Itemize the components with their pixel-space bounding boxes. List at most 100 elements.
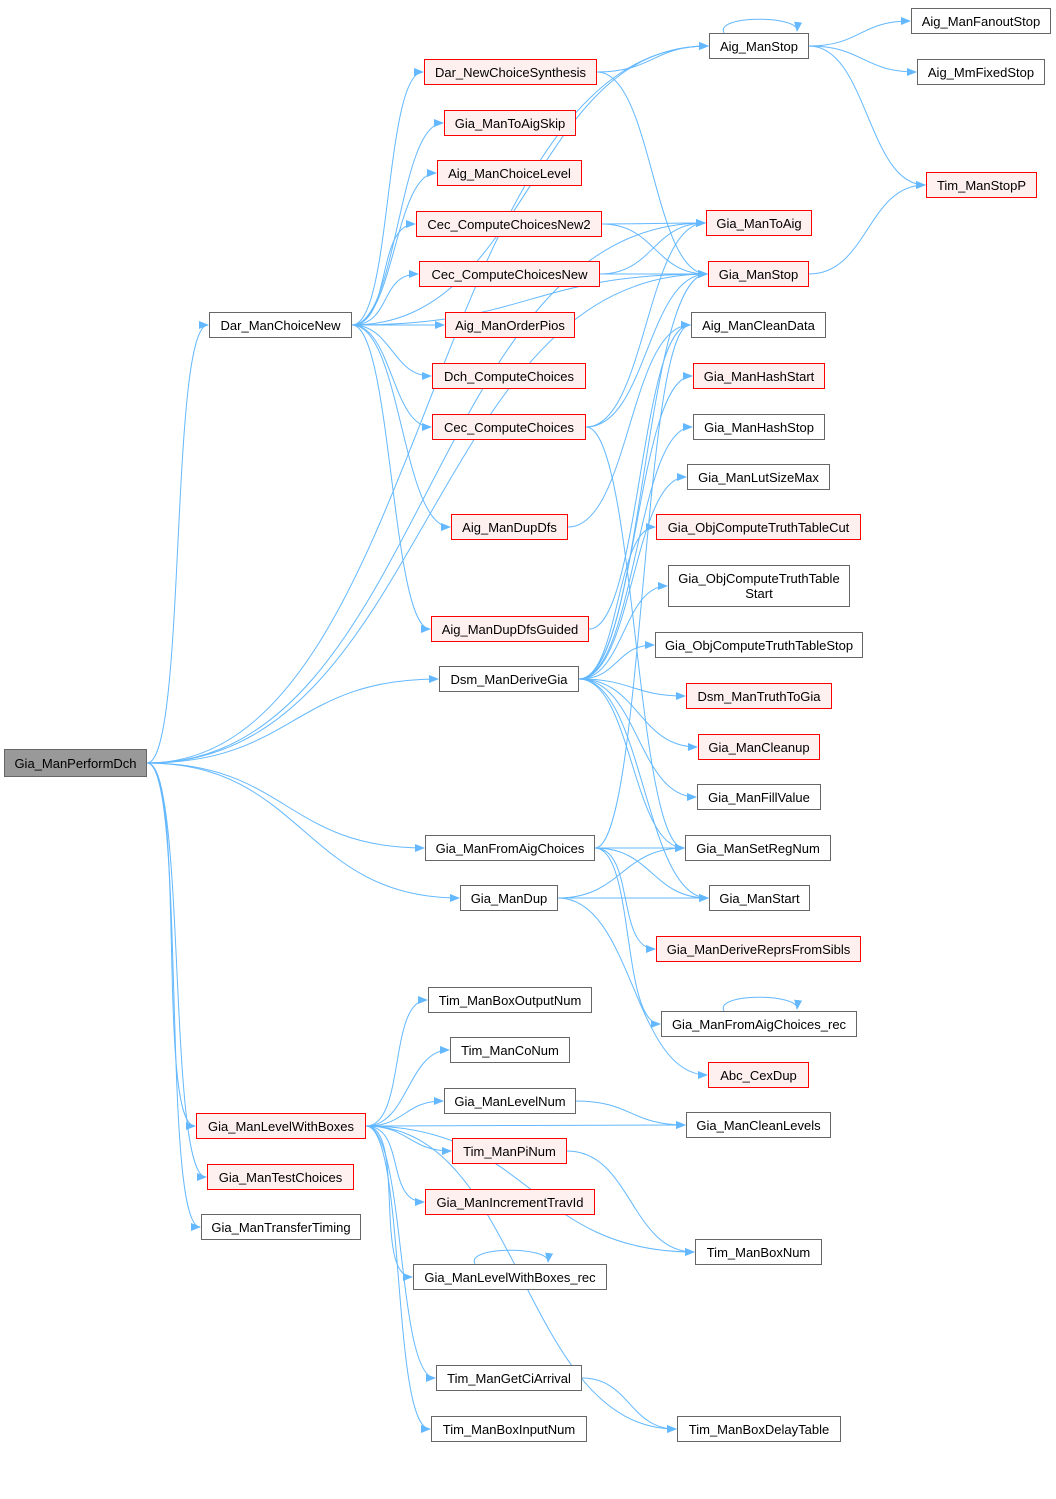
edge-cec-computechoices-to-gia-mantoaig [585,219,706,428]
node-tim-manboxinputnum[interactable]: Tim_ManBoxInputNum [431,1416,587,1442]
edge-gia-manlevelnum-to-gia-mancleanlevels [575,1100,686,1129]
node-gia-manlevelnum[interactable]: Gia_ManLevelNum [444,1088,576,1114]
edge-dsm-manderivegia-to-gia-objcomputetruthtablestart [578,582,668,680]
edge-dar-manchoicenew-to-gia-mantoaigskip [351,119,444,326]
node-tim-manconum[interactable]: Tim_ManCoNum [450,1037,570,1063]
node-gia-objcomputetruthtablecut[interactable]: Gia_ObjComputeTruthTableCut [656,514,861,540]
node-gia-manstart[interactable]: Gia_ManStart [709,885,810,911]
node-gia-manincrementtravid[interactable]: Gia_ManIncrementTravId [425,1189,595,1215]
edge-tim-manpinum-to-tim-manboxnum [566,1150,695,1256]
edge-gia-manperformdch-to-dar-manchoicenew [146,321,209,764]
edge-gia-manperformdch-to-gia-mantransfertiming [146,762,201,1231]
edge-dar-newchoicesynthesis-to-aig-manstop [596,42,709,73]
node-gia-manfromaigchoices[interactable]: Gia_ManFromAigChoices [425,835,595,861]
node-aig-manfanoutstop[interactable]: Aig_ManFanoutStop [911,8,1051,34]
edge-dar-manchoicenew-to-aig-mandupdfs [351,324,451,531]
node-aig-mancleandata[interactable]: Aig_ManCleanData [691,312,826,338]
node-dsm-manderivegia[interactable]: Dsm_ManDeriveGia [439,666,579,692]
node-cec-computechoicesnew[interactable]: Cec_ComputeChoicesNew [419,261,600,287]
node-cec-computechoicesnew2[interactable]: Cec_ComputeChoicesNew2 [416,211,602,237]
edge-gia-manperformdch-to-dsm-manderivegia [146,675,439,764]
node-gia-manperformdch[interactable]: Gia_ManPerformDch [4,749,147,777]
edge-gia-manfromaigchoices-to-aig-mancleandata [594,321,691,849]
node-aig-mmfixedstop[interactable]: Aig_MmFixedStop [917,59,1045,85]
edge-gia-manperformdch-to-gia-manlevelwithboxes [146,762,196,1130]
node-tim-manboxdelaytable[interactable]: Tim_ManBoxDelayTable [677,1416,841,1442]
node-gia-manfromaigchoices-rec[interactable]: Gia_ManFromAigChoices_rec [661,1011,857,1037]
node-aig-manorderpios[interactable]: Aig_ManOrderPios [445,312,575,338]
node-gia-mancleanup[interactable]: Gia_ManCleanup [698,734,820,760]
node-gia-manlevelwithboxes-rec[interactable]: Gia_ManLevelWithBoxes_rec [413,1264,607,1290]
node-gia-manfillvalue[interactable]: Gia_ManFillValue [697,784,821,810]
node-gia-mantestchoices[interactable]: Gia_ManTestChoices [207,1164,354,1190]
node-gia-manlutsizemax[interactable]: Gia_ManLutSizeMax [687,464,830,490]
edge-dsm-manderivegia-to-gia-objcomputetruthtablestop [578,641,655,680]
edge-dar-manchoicenew-to-cec-computechoicesnew [351,270,419,326]
node-aig-manstop[interactable]: Aig_ManStop [709,33,809,59]
edge-dar-manchoicenew-to-gia-manstop [351,270,708,326]
edge-dar-manchoicenew-to-dch-computechoices [351,324,432,380]
node-abc-cexdup[interactable]: Abc_CexDup [708,1062,809,1088]
edge-tim-mangetciarrival-to-tim-manboxdelaytable [581,1377,677,1433]
edge-cec-computechoices-to-gia-manstop [585,270,708,428]
node-gia-mantoaig[interactable]: Gia_ManToAig [706,210,812,236]
edge-dar-manchoicenew-to-aig-manchoicelevel [351,169,437,326]
node-gia-mancleanlevels[interactable]: Gia_ManCleanLevels [686,1112,831,1138]
edge-dsm-manderivegia-to-gia-manfillvalue [578,678,697,801]
edge-gia-manperformdch-to-gia-mantoaig [146,219,706,764]
edge-gia-manperformdch-to-gia-mantestchoices [146,762,207,1181]
node-gia-objcomputetruthtablestart[interactable]: Gia_ObjComputeTruthTable Start [668,565,850,607]
edge-aig-manstop-to-aig-manfanoutstop [808,17,911,47]
edge-dsm-manderivegia-to-gia-manhashstart [578,372,693,680]
edge-cec-computechoicesnew-to-gia-mantoaig [599,219,706,275]
edge-dar-manchoicenew-to-cec-computechoices [351,324,432,431]
edge-dar-newchoicesynthesis-to-gia-manstop [596,71,708,278]
node-gia-manstop[interactable]: Gia_ManStop [708,261,809,287]
edge-gia-manlevelwithboxes-to-tim-manconum [365,1046,450,1127]
edge-dsm-manderivegia-to-gia-objcomputetruthtablecut [578,523,656,680]
node-gia-mantoaigskip[interactable]: Gia_ManToAigSkip [444,110,576,136]
node-gia-mantransfertiming[interactable]: Gia_ManTransferTiming [201,1214,361,1240]
node-dar-newchoicesynthesis[interactable]: Dar_NewChoiceSynthesis [424,59,597,85]
edge-dsm-manderivegia-to-gia-manlutsizemax [578,473,687,680]
edge-gia-manfromaigchoices-rec-to-gia-manfromaigchoices-rec [722,996,803,1012]
node-gia-manhashstop[interactable]: Gia_ManHashStop [693,414,825,440]
edge-aig-manstop-to-aig-mmfixedstop [808,45,917,76]
node-tim-mangetciarrival[interactable]: Tim_ManGetCiArrival [436,1365,582,1391]
node-gia-objcomputetruthtablestop[interactable]: Gia_ObjComputeTruthTableStop [655,632,863,658]
node-tim-manstopp[interactable]: Tim_ManStopP [926,172,1037,198]
edge-aig-manstop-to-aig-manstop [722,18,803,34]
edge-gia-manfromaigchoices-to-gia-manfromaigchoices-rec [594,847,661,1028]
edge-gia-manfromaigchoices-to-gia-manstart [594,847,709,902]
node-aig-mandupdfs[interactable]: Aig_ManDupDfs [451,514,568,540]
edge-gia-manperformdch-to-gia-manstop [146,270,708,764]
edge-gia-manlevelwithboxes-to-tim-manboxinputnum [365,1125,431,1433]
node-gia-manderivereprsfromsibls[interactable]: Gia_ManDeriveReprsFromSibls [656,936,861,962]
edge-gia-manperformdch-to-aig-manstop [146,42,709,764]
edge-cec-computechoicesnew2-to-gia-mantoaig [601,219,706,228]
node-gia-mansetregnum[interactable]: Gia_ManSetRegNum [685,835,831,861]
node-aig-manchoicelevel[interactable]: Aig_ManChoiceLevel [437,160,582,186]
node-dsm-mantruthtogia[interactable]: Dsm_ManTruthToGia [686,683,832,709]
edge-gia-manperformdch-to-gia-manfromaigchoices [146,762,425,852]
edge-gia-manstop-to-tim-manstopp [808,181,926,275]
edge-aig-mandupdfs-to-aig-mancleandata [567,321,691,528]
node-tim-manpinum[interactable]: Tim_ManPiNum [452,1138,567,1164]
node-aig-mandupdfsguided[interactable]: Aig_ManDupDfsGuided [431,616,589,642]
node-gia-mandup[interactable]: Gia_ManDup [460,885,558,911]
node-dch-computechoices[interactable]: Dch_ComputeChoices [432,363,586,389]
edge-gia-manlevelwithboxes-to-gia-manincrementtravid [365,1125,425,1206]
node-cec-computechoices[interactable]: Cec_ComputeChoices [432,414,586,440]
edge-gia-manlevelwithboxes-to-tim-manboxoutputnum [365,996,428,1127]
edge-gia-mandup-to-abc-cexdup [557,897,708,1079]
node-tim-manboxoutputnum[interactable]: Tim_ManBoxOutputNum [428,987,592,1013]
node-dar-manchoicenew[interactable]: Dar_ManChoiceNew [209,312,352,338]
node-tim-manboxnum[interactable]: Tim_ManBoxNum [695,1239,822,1265]
edge-gia-manlevelwithboxes-to-gia-manlevelwithboxes-rec [365,1125,413,1281]
edge-gia-manlevelwithboxes-to-tim-mangetciarrival [365,1125,436,1382]
edge-gia-mandup-to-gia-mansetregnum [557,844,685,899]
node-gia-manlevelwithboxes[interactable]: Gia_ManLevelWithBoxes [196,1113,366,1139]
node-gia-manhashstart[interactable]: Gia_ManHashStart [693,363,825,389]
edge-gia-manlevelwithboxes-rec-to-gia-manlevelwithboxes-rec [473,1249,554,1265]
